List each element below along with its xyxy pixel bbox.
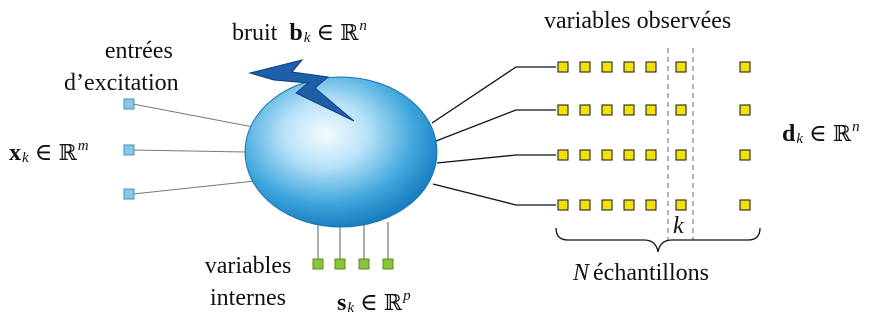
internal-variables-label: variables internes (193, 253, 303, 311)
internal-math-label: sk ∈ ℝp (337, 288, 411, 319)
observed-sample-r3-c4 (623, 149, 635, 161)
output-set: ℝ (832, 122, 852, 147)
input-set: ℝ (58, 141, 77, 166)
observed-sample-r4-c6 (675, 199, 687, 211)
k-text: k (673, 213, 684, 239)
observed-sample-r4-c4 (623, 199, 635, 211)
excitation-inputs-label: entrées d’excitation (64, 38, 179, 96)
observed-sample-r3-c5 (645, 149, 657, 161)
input-in: ∈ (28, 140, 59, 166)
output-subscript: k (796, 131, 804, 147)
internal-symbol: s (337, 290, 347, 316)
output-line-2 (435, 109, 556, 142)
observed-sample-r2-c2 (579, 104, 591, 116)
k-label: k (673, 213, 684, 239)
observed-sample-r1-c1 (557, 61, 569, 73)
excitation-line-1: entrées (104, 38, 173, 64)
observed-variables-label: variables observées (544, 8, 731, 34)
observed-sample-r1-c2 (579, 61, 591, 73)
input-square-2 (123, 144, 135, 156)
observed-sample-r3-c6 (675, 149, 687, 161)
input-square-1 (123, 98, 135, 110)
observed-title: variables observées (544, 8, 732, 34)
output-line-3 (436, 154, 556, 164)
internal-line-2: internes (210, 285, 286, 311)
observed-sample-r3-c2 (579, 149, 591, 161)
internal-square-1 (312, 258, 324, 270)
output-line-1 (431, 66, 556, 124)
input-line-2 (132, 149, 247, 153)
noise-in: ∈ (310, 20, 341, 46)
samples-brace (555, 227, 761, 253)
observed-sample-r1-c4 (623, 61, 635, 73)
noise-bolt-icon (248, 59, 355, 122)
observed-sample-r4-c2 (579, 199, 591, 211)
observed-sample-r4-c5 (645, 199, 657, 211)
system-body (244, 76, 438, 228)
observed-sample-r2-c4 (623, 104, 635, 116)
internal-set: ℝ (383, 291, 403, 316)
samples-count-symbol: N (573, 260, 590, 286)
input-symbol: x (9, 140, 21, 166)
internal-square-4 (382, 258, 394, 270)
input-square-3 (123, 188, 135, 200)
output-in: ∈ (803, 121, 833, 147)
input-line-1 (132, 103, 259, 129)
internal-square-3 (358, 258, 370, 270)
observed-sample-r1-c7 (739, 61, 751, 73)
observed-sample-r1-c3 (601, 61, 613, 73)
output-superscript: n (852, 119, 860, 135)
input-line-3 (132, 180, 256, 195)
output-lines (431, 66, 556, 206)
observed-sample-r2-c6 (675, 104, 687, 116)
excitation-line-2: d’excitation (64, 70, 179, 96)
internal-stems (317, 222, 389, 259)
k-column-markers (667, 48, 694, 240)
output-symbol: d (782, 121, 796, 147)
observed-sample-r4-c3 (601, 199, 613, 211)
internal-subscript: k (347, 300, 355, 316)
noise-set: ℝ (340, 21, 359, 46)
observed-sample-r2-c7 (739, 104, 751, 116)
observed-samples-grid (557, 61, 751, 211)
internal-squares (312, 258, 394, 270)
noise-subscript: k (303, 30, 311, 46)
observed-sample-r4-c1 (557, 199, 569, 211)
output-line-4 (432, 183, 556, 206)
observed-sample-r1-c5 (645, 61, 657, 73)
input-subscript: k (22, 150, 29, 166)
observed-sample-r2-c5 (645, 104, 657, 116)
internal-line-1: variables (204, 253, 292, 279)
samples-word: échantillons (593, 260, 709, 286)
internal-in: ∈ (354, 290, 384, 316)
observed-sample-r2-c3 (601, 104, 613, 116)
input-squares (123, 98, 135, 200)
input-lines (132, 103, 259, 195)
noise-math: bk ∈ ℝn (289, 18, 367, 46)
noise-label: bruit bk ∈ ℝn (232, 18, 367, 49)
noise-symbol: b (289, 20, 303, 46)
observed-sample-r3-c7 (739, 149, 751, 161)
input-superscript: m (77, 138, 89, 154)
internal-superscript: p (403, 288, 411, 304)
noise-word: bruit (232, 20, 278, 46)
internal-square-2 (334, 258, 346, 270)
observed-sample-r2-c1 (557, 104, 569, 116)
observed-sample-r3-c3 (601, 149, 613, 161)
observed-sample-r1-c6 (675, 61, 687, 73)
observed-sample-r3-c1 (557, 149, 569, 161)
input-math-label: xk ∈ ℝm (9, 138, 89, 169)
output-math-label: dk ∈ ℝn (782, 119, 860, 150)
observed-sample-r4-c7 (739, 199, 751, 211)
noise-superscript: n (359, 18, 367, 34)
